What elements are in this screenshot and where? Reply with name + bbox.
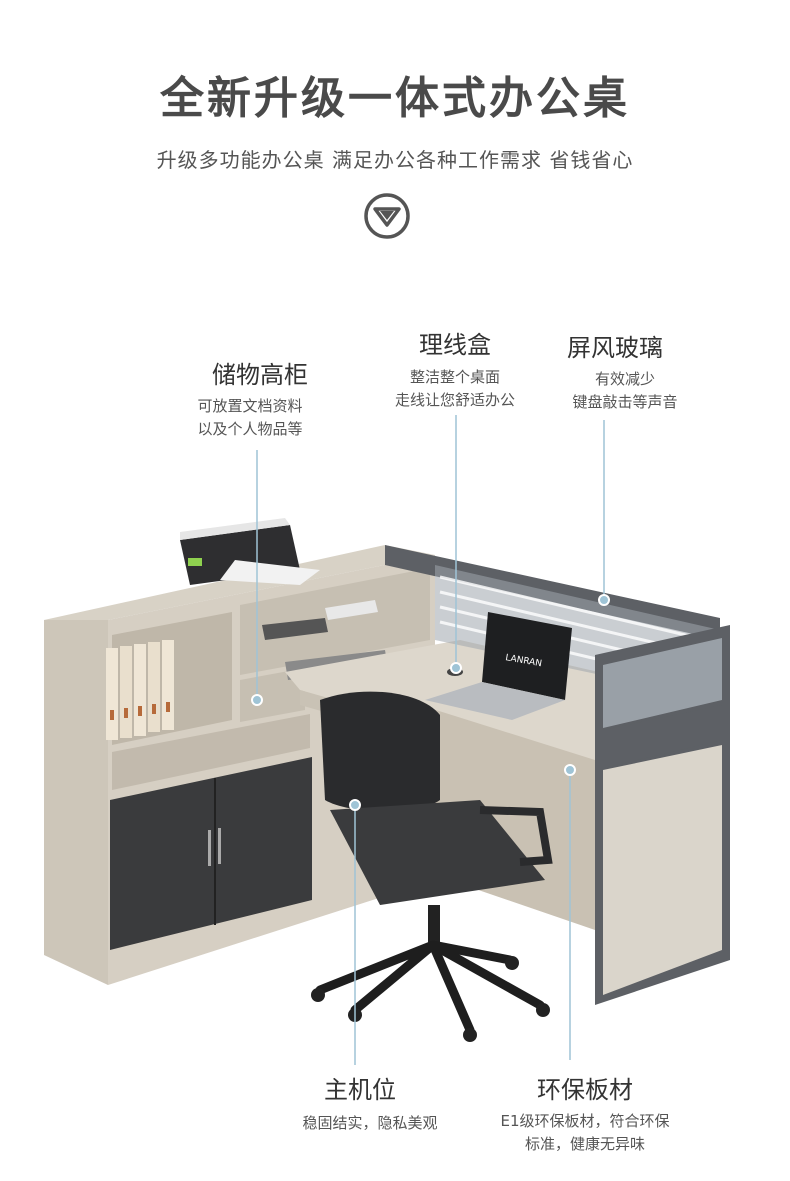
feature-host-position-desc: 稳固结实，隐私美观 [302,1114,438,1132]
feature-storage-desc: 可放置文档资料 以及个人物品等 [150,395,350,441]
laptop: LANRAN [425,612,572,720]
file-binders [106,640,174,740]
feature-storage-desc-line2: 以及个人物品等 [197,420,303,438]
feature-host-position-title: 主机位 [324,1076,396,1104]
feature-glass-screen-desc: 有效减少 键盘敲击等声音 [525,368,725,414]
chevron-down-icon [364,193,410,239]
feature-glass-screen-title: 屏风玻璃 [567,334,663,362]
feature-glass-screen-desc-line2: 键盘敲击等声音 [572,393,678,411]
feature-eco-board-desc-line1: E1级环保板材，符合环保 [500,1112,670,1130]
feature-eco-board-desc-line2: 标准，健康无异味 [524,1135,645,1153]
printer [180,518,320,585]
feature-cable-box-title: 理线盒 [419,331,491,359]
feature-eco-board-title: 环保板材 [537,1076,633,1104]
feature-glass-screen-desc-line1: 有效减少 [594,370,655,388]
page-title: 全新升级一体式办公桌 [160,73,630,124]
side-panel-board [603,745,722,995]
feature-cable-box-desc-line2: 走线让您舒适办公 [394,391,515,409]
feature-cable-box-desc: 整洁整个桌面 走线让您舒适办公 [355,366,555,412]
cabinet-top [44,545,435,620]
callout-dots [251,594,610,811]
feature-eco-board-desc: E1级环保板材，符合环保 标准，健康无异味 [465,1110,705,1156]
feature-storage-desc-line1: 可放置文档资料 [197,397,303,415]
office-chair [311,691,553,1042]
feature-cable-box-desc-line1: 整洁整个桌面 [409,368,500,386]
callout-lines [256,415,605,1065]
page-subtitle: 升级多功能办公桌 满足办公各种工作需求 省钱省心 [156,148,634,172]
feature-storage-title: 储物高柜 [212,361,308,389]
cabinet-side [44,620,108,985]
